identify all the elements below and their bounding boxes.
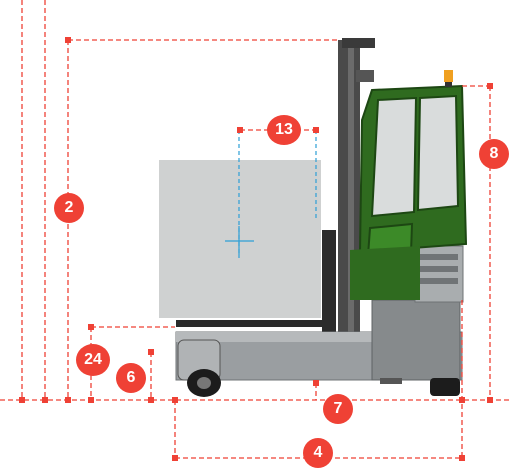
marker: [148, 349, 154, 355]
dimension-badge-6: 6: [116, 363, 146, 393]
marker: [459, 455, 465, 461]
dimension-badge-8: 8: [479, 139, 509, 169]
marker: [19, 397, 25, 403]
mast-rail: [348, 48, 354, 333]
marker: [313, 127, 319, 133]
marker: [88, 324, 94, 330]
engine-vent: [420, 278, 458, 284]
chassis-deck: [176, 332, 376, 342]
load-box: [159, 160, 321, 318]
rear-body: [371, 299, 461, 381]
dimension-badge-4: 4: [303, 438, 333, 468]
fork: [176, 320, 332, 327]
dimension-badge-24: 24: [76, 344, 110, 376]
dimension-lines: [0, 0, 509, 459]
front-wheel-hub: [197, 377, 211, 389]
dimension-badge-2: 2: [54, 193, 84, 223]
marker: [487, 83, 493, 89]
marker: [148, 397, 154, 403]
cab-window-front: [370, 96, 418, 218]
cab-window-side: [416, 94, 460, 212]
engine-vent: [420, 266, 458, 272]
marker: [172, 397, 178, 403]
rear-wheel: [430, 378, 460, 396]
marker: [313, 380, 319, 386]
marker: [42, 397, 48, 403]
mast-bracket: [356, 70, 374, 82]
marker: [487, 397, 493, 403]
dimension-badge-7: 7: [323, 394, 353, 424]
engine-vent: [420, 254, 458, 260]
marker: [65, 397, 71, 403]
dimension-markers: [19, 37, 493, 461]
beacon-light: [444, 70, 453, 82]
mast-top: [342, 38, 375, 48]
cab-lower: [350, 246, 420, 300]
marker: [88, 397, 94, 403]
step: [380, 378, 402, 384]
beacon-base: [445, 82, 452, 87]
marker: [237, 127, 243, 133]
dimension-badge-13: 13: [267, 115, 301, 145]
carriage: [322, 230, 336, 340]
marker: [172, 455, 178, 461]
marker: [65, 37, 71, 43]
marker: [459, 397, 465, 403]
forklift-illustration: [159, 38, 468, 397]
